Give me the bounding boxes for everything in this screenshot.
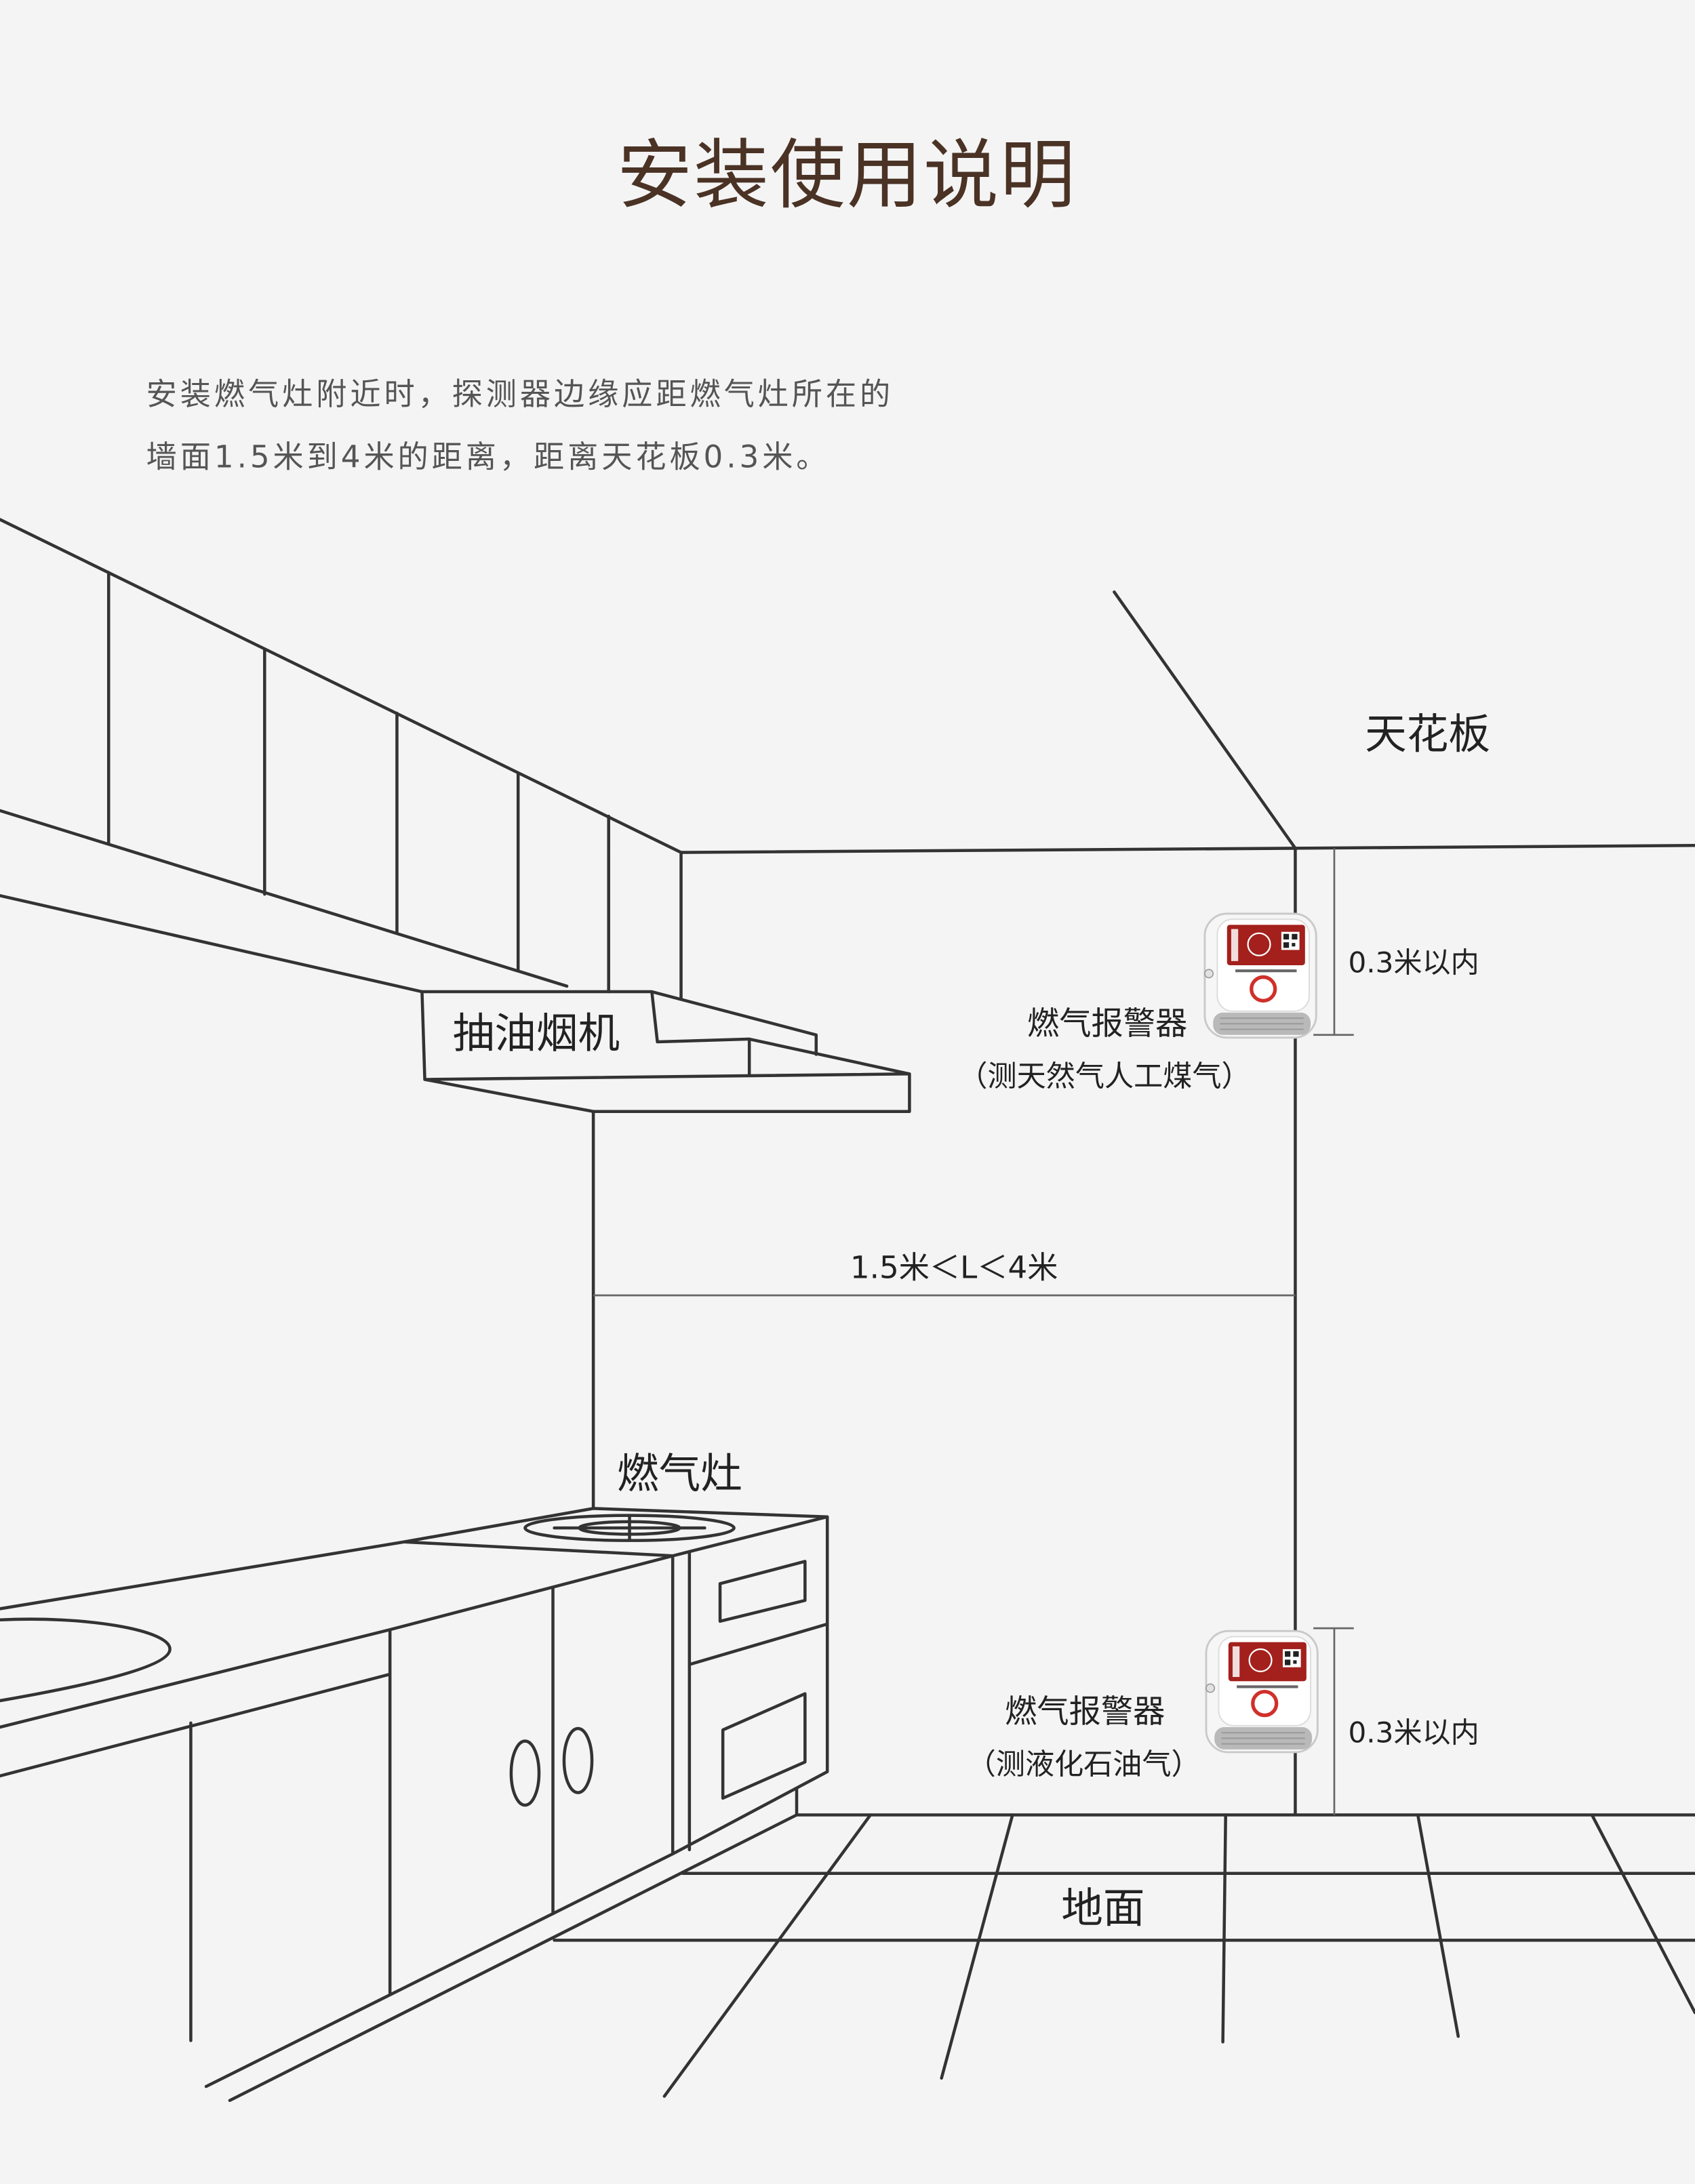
alarm-name-label: 燃气报警器 bbox=[1005, 1693, 1165, 1731]
floor-tiles bbox=[228, 1813, 1695, 2102]
ceiling-distance-label: 0.3米以内 bbox=[1348, 946, 1479, 979]
alarm-gas-type-label: （测天然气人工煤气） bbox=[958, 1059, 1250, 1093]
drawer-front bbox=[721, 1692, 807, 1800]
floor-label: 地面 bbox=[1061, 1884, 1144, 1933]
measurement-markers bbox=[593, 848, 1354, 1815]
alarm-name-label: 燃气报警器 bbox=[1027, 1005, 1187, 1043]
floor-distance-label: 0.3米以内 bbox=[1348, 1716, 1479, 1750]
alarm-model-text bbox=[1235, 969, 1297, 973]
ceiling-label: 天花板 bbox=[1365, 710, 1490, 759]
alarm-label-strip bbox=[1232, 1646, 1240, 1678]
alarm-model-text bbox=[1237, 1685, 1298, 1688]
kitchen-counter bbox=[0, 1515, 829, 2088]
ceiling-distance-marker bbox=[1313, 848, 1354, 1036]
alarm-side-button bbox=[1204, 969, 1214, 979]
cabinet-handle bbox=[509, 1739, 541, 1807]
wall-and-ceiling-lines bbox=[591, 590, 1695, 1817]
range-hood bbox=[420, 990, 911, 1114]
cabinet-handle bbox=[562, 1726, 594, 1794]
stove-label: 燃气灶 bbox=[617, 1449, 742, 1498]
instruction-line-1: 安装燃气灶附近时，探测器边缘应距燃气灶所在的 bbox=[146, 376, 894, 412]
alarm-vent-grille bbox=[1221, 1732, 1305, 1745]
range-hood-label: 抽油烟机 bbox=[453, 1009, 620, 1058]
gas-alarm-device bbox=[1203, 912, 1317, 1039]
stove-grate bbox=[553, 1515, 706, 1541]
kitchen-line-art bbox=[0, 518, 1695, 2102]
drawer-front bbox=[718, 1560, 807, 1623]
page-title: 安装使用说明 bbox=[617, 132, 1077, 219]
alarm-gas-type-label: （测液化石油气） bbox=[967, 1747, 1201, 1781]
alarm-indicator-ring bbox=[1251, 1689, 1279, 1718]
alarm-indicator-ring bbox=[1250, 975, 1277, 1003]
upper-cabinets bbox=[0, 518, 683, 1000]
alarm-qr-pattern bbox=[1283, 933, 1298, 948]
alarm-side-button bbox=[1205, 1683, 1216, 1693]
gas-stove bbox=[402, 1507, 829, 1558]
alarm-label-strip bbox=[1231, 929, 1239, 961]
alarm-vent-grille bbox=[1220, 1017, 1304, 1030]
alarm-qr-pattern bbox=[1285, 1651, 1299, 1665]
alarm-emblem-icon bbox=[1248, 1648, 1273, 1672]
stove-distance-label: 1.5米＜L＜4米 bbox=[850, 1249, 1058, 1285]
gas-alarm-device bbox=[1205, 1630, 1319, 1754]
instruction-line-2: 墙面1.5米到4米的距离，距离天花板0.3米。 bbox=[146, 439, 831, 474]
floor-distance-marker bbox=[1313, 1627, 1354, 1815]
alarm-emblem-icon bbox=[1247, 932, 1271, 956]
